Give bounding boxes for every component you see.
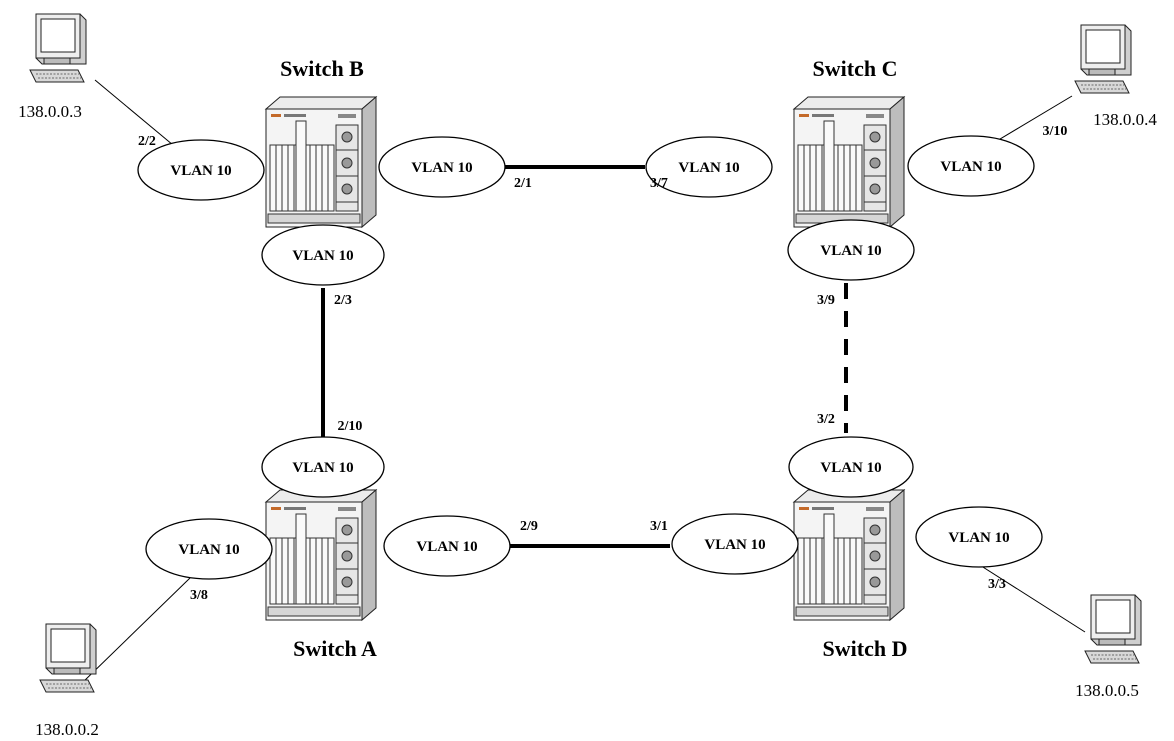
vlan-label: VLAN 10 xyxy=(820,460,881,476)
switch-a-label: Switch A xyxy=(293,636,377,661)
host-b-pc-icon[interactable] xyxy=(29,13,87,83)
switch-b-label: Switch B xyxy=(280,56,364,81)
port-label-b-c: 2/1 xyxy=(514,176,532,191)
switch-b-chassis-icon[interactable] xyxy=(265,96,377,228)
host-c-ip: 138.0.0.4 xyxy=(1093,110,1157,129)
port-label-c-d: 3/9 xyxy=(817,293,835,308)
port-label-a-pc: 3/8 xyxy=(190,588,208,603)
link-pc-b xyxy=(94,79,186,156)
link-pc-d xyxy=(974,561,1086,633)
port-label-c-b: 3/7 xyxy=(650,176,668,191)
vlan-c-pc[interactable]: VLAN 10 xyxy=(907,135,1035,197)
switch-d-label: Switch D xyxy=(823,636,908,661)
port-label-b-pc: 2/2 xyxy=(138,134,156,149)
host-a-ip: 138.0.0.2 xyxy=(35,720,99,739)
vlan-label: VLAN 10 xyxy=(948,530,1009,546)
host-a-pc-icon[interactable] xyxy=(39,623,97,693)
vlan-c-d[interactable]: VLAN 10 xyxy=(787,219,915,281)
switch-c-chassis-icon[interactable] xyxy=(793,96,905,228)
vlan-a-d[interactable]: VLAN 10 xyxy=(383,515,511,577)
port-label-a-b: 2/10 xyxy=(338,419,363,434)
vlan-label: VLAN 10 xyxy=(292,460,353,476)
vlan-label: VLAN 10 xyxy=(170,163,231,179)
vlan-label: VLAN 10 xyxy=(820,243,881,259)
vlan-label: VLAN 10 xyxy=(292,248,353,264)
port-label-d-c: 3/2 xyxy=(817,412,835,427)
vlan-d-c[interactable]: VLAN 10 xyxy=(788,436,914,498)
link-pc-a xyxy=(81,577,191,684)
vlan-label: VLAN 10 xyxy=(411,160,472,176)
host-c-pc-icon[interactable] xyxy=(1074,24,1132,94)
vlan-d-pc[interactable]: VLAN 10 xyxy=(915,506,1043,568)
port-label-b-a: 2/3 xyxy=(334,293,352,308)
port-label-d-a: 3/1 xyxy=(650,519,668,534)
vlan-b-pc[interactable]: VLAN 10 xyxy=(137,139,265,201)
vlan-label: VLAN 10 xyxy=(704,537,765,553)
vlan-ellipses: VLAN 10 VLAN 10 VLAN 10 VLAN 10 VLAN 10 … xyxy=(137,135,1043,580)
vlan-b-c[interactable]: VLAN 10 xyxy=(378,136,506,198)
port-label-a-d: 2/9 xyxy=(520,519,538,534)
host-d-pc-icon[interactable] xyxy=(1084,594,1142,664)
vlan-d-a[interactable]: VLAN 10 xyxy=(671,513,799,575)
vlan-b-a[interactable]: VLAN 10 xyxy=(261,224,385,286)
vlan-c-b[interactable]: VLAN 10 xyxy=(645,136,773,198)
host-d-ip: 138.0.0.5 xyxy=(1075,681,1139,700)
switch-d-chassis-icon[interactable] xyxy=(793,489,905,621)
port-labels: 2/2 2/1 3/7 3/10 2/3 2/10 3/9 3/2 2/9 3/… xyxy=(138,124,1067,603)
port-label-c-pc: 3/10 xyxy=(1043,124,1068,139)
switch-c-label: Switch C xyxy=(813,56,898,81)
vlan-a-pc[interactable]: VLAN 10 xyxy=(145,518,273,580)
vlan-label: VLAN 10 xyxy=(678,160,739,176)
vlan-a-b[interactable]: VLAN 10 xyxy=(261,436,385,498)
vlan-label: VLAN 10 xyxy=(940,159,1001,175)
port-label-d-pc: 3/3 xyxy=(988,577,1006,592)
switch-a-chassis-icon[interactable] xyxy=(265,489,377,621)
vlan-label: VLAN 10 xyxy=(416,539,477,555)
host-b-ip: 138.0.0.3 xyxy=(18,102,82,121)
vlan-label: VLAN 10 xyxy=(178,542,239,558)
